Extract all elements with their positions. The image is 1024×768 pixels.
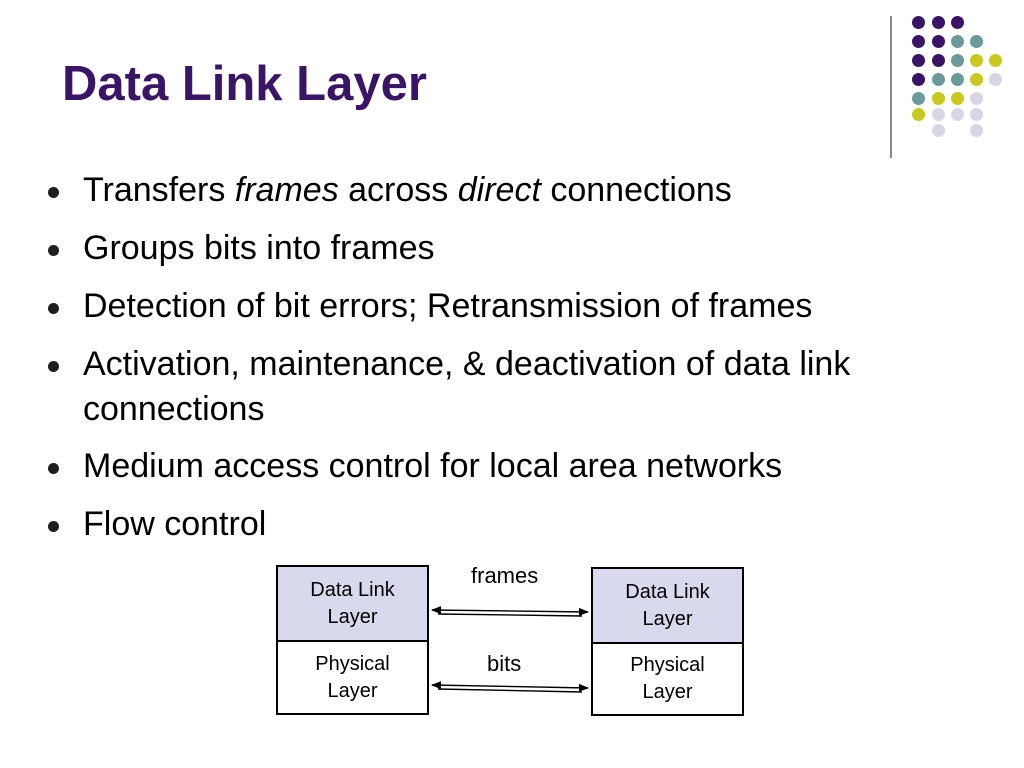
bullet-dot-icon [48,303,59,314]
decorative-dot [970,108,983,121]
bits-label: bits [487,651,522,676]
left-physical-line1: Physical [315,652,390,675]
frames-double-arrow [431,606,589,617]
bullet-item: Transfers frames across direct connectio… [0,168,1024,213]
decorative-dot [932,54,945,67]
left-physical-box: Physical Layer [276,640,429,715]
right-physical-line2: Layer [642,681,693,703]
decorative-dot [912,108,925,121]
bullet-text: Flow control [83,505,267,543]
bullet-text: Transfers [83,171,235,209]
bullet-item: Activation, maintenance, & deactivation … [0,342,1024,432]
right-data-link-line1: Data Link [625,580,710,603]
decorative-dot [951,73,964,86]
decorative-dot [932,73,945,86]
decorative-dot [951,92,964,105]
left-physical-text: Physical Layer [315,651,389,705]
decorative-dot [932,124,945,137]
decorative-dot [912,16,925,29]
right-data-link-line2: Layer [642,607,693,630]
decorative-dot [989,73,1002,86]
bullet-dot-icon [48,463,59,474]
bullet-text: direct [457,171,541,209]
left-data-link-box: Data Link Layer [276,565,429,642]
bullet-dot-icon [48,245,59,256]
left-data-link-line2: Layer [327,605,378,628]
decorative-dot [951,35,964,48]
decorative-dot [951,108,964,121]
frames-label: frames [471,563,539,588]
right-physical-text: Physical Layer [630,652,704,706]
decorative-dot [912,73,925,86]
title-divider [890,16,892,158]
right-data-link-box: Data Link Layer [591,567,744,644]
bullet-text: connections [540,171,732,209]
right-data-link-text: Data Link Layer [625,579,710,633]
bullet-item: Detection of bit errors; Retransmission … [0,284,1024,329]
bullet-list: Transfers frames across direct connectio… [0,168,1024,560]
decorative-dot [932,35,945,48]
left-data-link-line1: Data Link [310,578,395,601]
decorative-dot [970,73,983,86]
bullet-dot-icon [48,361,59,372]
decorative-dot [912,92,925,105]
left-data-link-text: Data Link Layer [310,577,395,631]
bullet-text: Detection of bit errors; Retransmission … [83,287,813,325]
bullet-text: frames [234,171,339,209]
decorative-dot [970,92,983,105]
decorative-dot [912,35,925,48]
bullet-dot-icon [48,187,59,198]
decorative-dot [970,54,983,67]
decorative-dot [970,124,983,137]
bullet-item: Medium access control for local area net… [0,444,1024,489]
bullet-text: Medium access control for local area net… [83,447,783,485]
bits-double-arrow [431,681,589,693]
decorative-dot [932,16,945,29]
bullet-item: Flow control [0,502,1024,547]
bullet-item: Groups bits into frames [0,226,1024,271]
decorative-dot [932,92,945,105]
right-physical-line1: Physical [630,654,705,676]
decorative-dot [989,54,1002,67]
decorative-dot [970,35,983,48]
bullet-text: Groups bits into frames [83,229,435,267]
bullet-text: across [338,171,458,209]
decorative-dot [912,54,925,67]
left-physical-line2: Layer [327,679,378,702]
slide-title: Data Link Layer [62,57,427,111]
bullet-text: Activation, maintenance, & deactivation … [83,345,851,428]
decorative-dot [951,16,964,29]
decorative-dot [951,54,964,67]
decorative-dot [932,108,945,121]
right-physical-box: Physical Layer [591,642,744,716]
bullet-dot-icon [48,521,59,532]
